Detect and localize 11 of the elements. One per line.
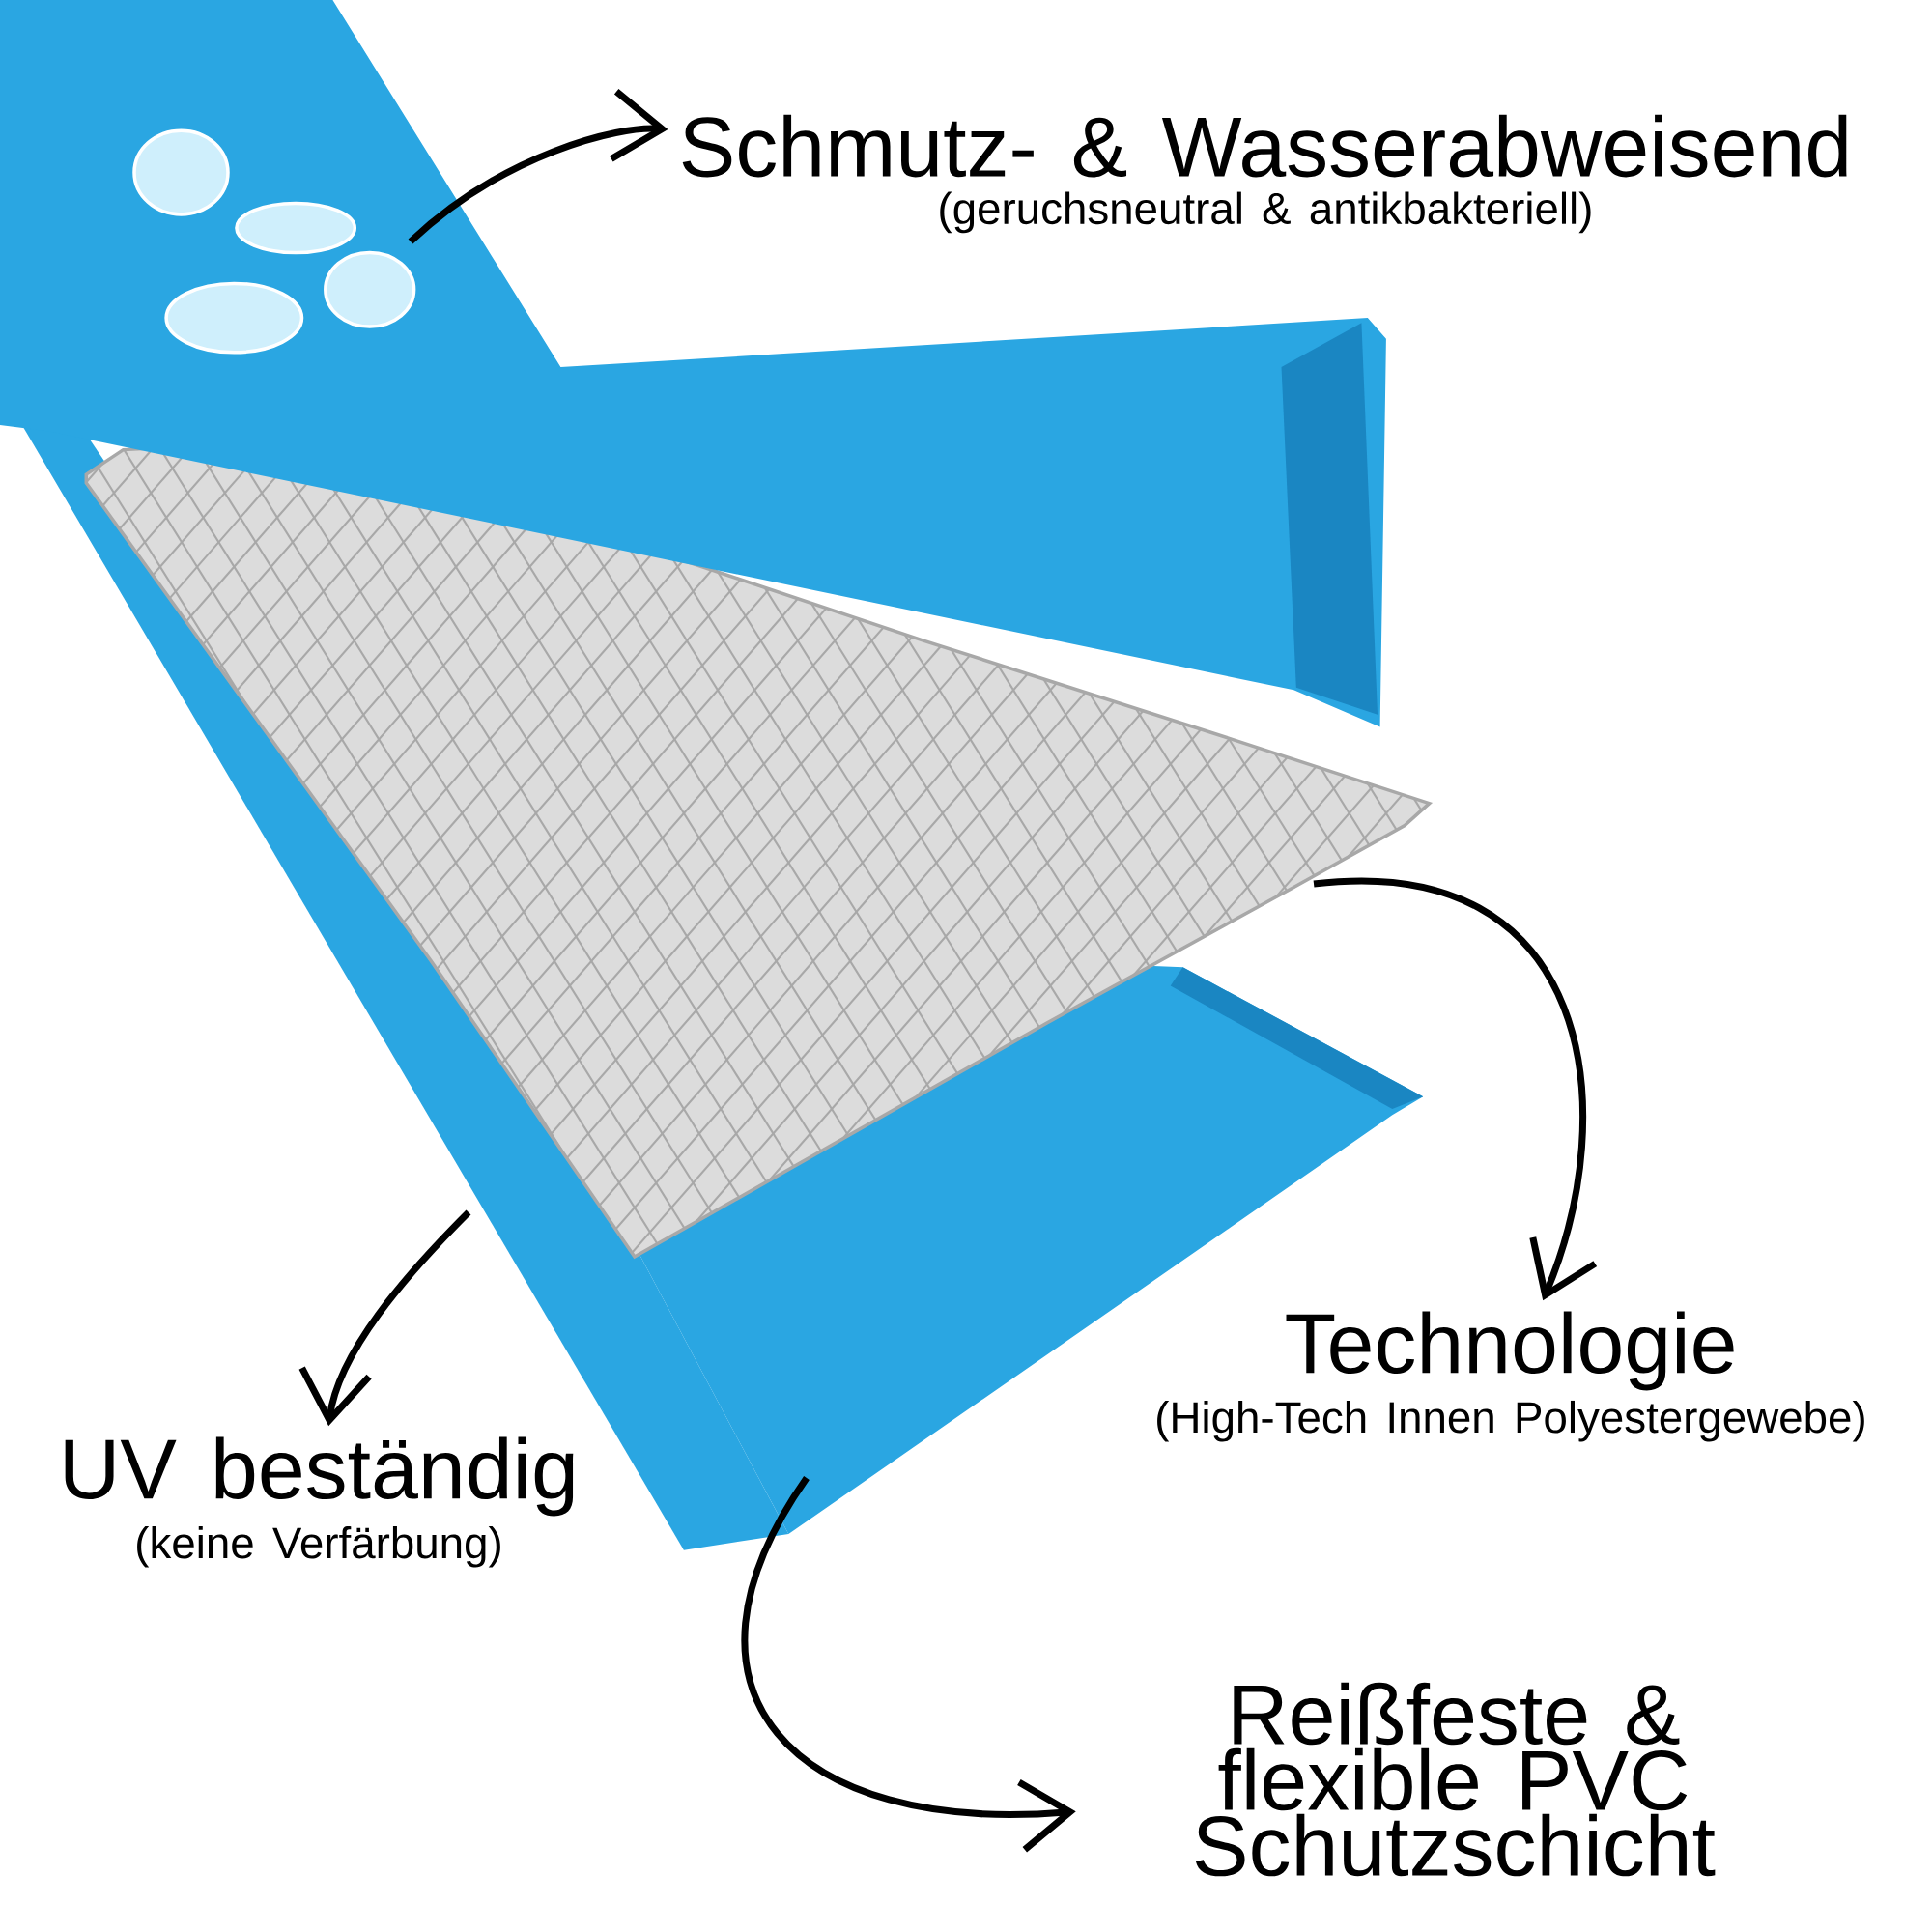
heading: Schmutz- & Wasserabweisend — [682, 114, 1847, 178]
arrow — [408, 89, 668, 244]
arrow — [1313, 877, 1598, 1301]
subtitle: (geruchsneutral & antikbakteriell) — [940, 191, 1591, 234]
heading: Technologie — [1286, 1311, 1734, 1391]
arrow — [298, 1209, 471, 1427]
subtitle: (High-Tech Innen Polyestergewebe) — [1157, 1400, 1864, 1442]
subtitle: (keine Verfärbung) — [137, 1525, 500, 1568]
heading: Reißfeste & flexible PVC Schutzschicht — [1195, 1682, 1716, 1877]
heading: UV beständig — [65, 1436, 574, 1517]
arrow — [742, 1476, 1076, 1853]
